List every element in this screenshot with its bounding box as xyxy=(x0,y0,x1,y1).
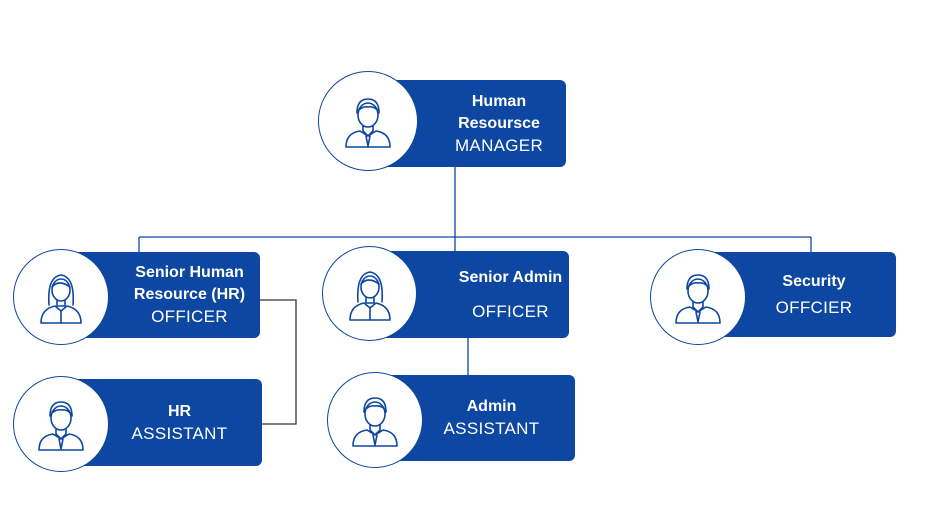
male-person-icon xyxy=(345,98,391,148)
node-title: Human Resoursce xyxy=(458,92,540,132)
node-role: OFFCIER xyxy=(775,297,853,317)
male-person-icon xyxy=(38,401,84,451)
female-person-icon xyxy=(348,270,391,321)
avatar xyxy=(13,249,109,345)
avatar xyxy=(318,71,418,171)
node-box: Human Resoursce MANAGER xyxy=(360,80,566,167)
male-person-icon xyxy=(675,274,721,324)
avatar xyxy=(650,249,746,345)
avatar xyxy=(13,376,109,472)
avatar xyxy=(322,246,417,341)
node-role: OFFICER xyxy=(472,301,549,321)
node-title: Senior Human Resource (HR) xyxy=(133,264,246,303)
node-title: Security xyxy=(782,272,846,290)
node-role: MANAGER xyxy=(454,135,544,155)
avatar xyxy=(327,372,423,468)
male-person-icon xyxy=(352,397,398,447)
connector-hr-to-assistant xyxy=(258,299,297,425)
node-title: Senior Admin xyxy=(458,268,563,286)
node-role: OFFICER xyxy=(151,307,228,326)
node-title: HR xyxy=(167,402,192,420)
node-role: ASSISTANT xyxy=(131,423,228,443)
node-role: ASSISTANT xyxy=(443,419,540,438)
female-person-icon xyxy=(40,274,82,324)
node-title: Admin xyxy=(466,398,517,415)
